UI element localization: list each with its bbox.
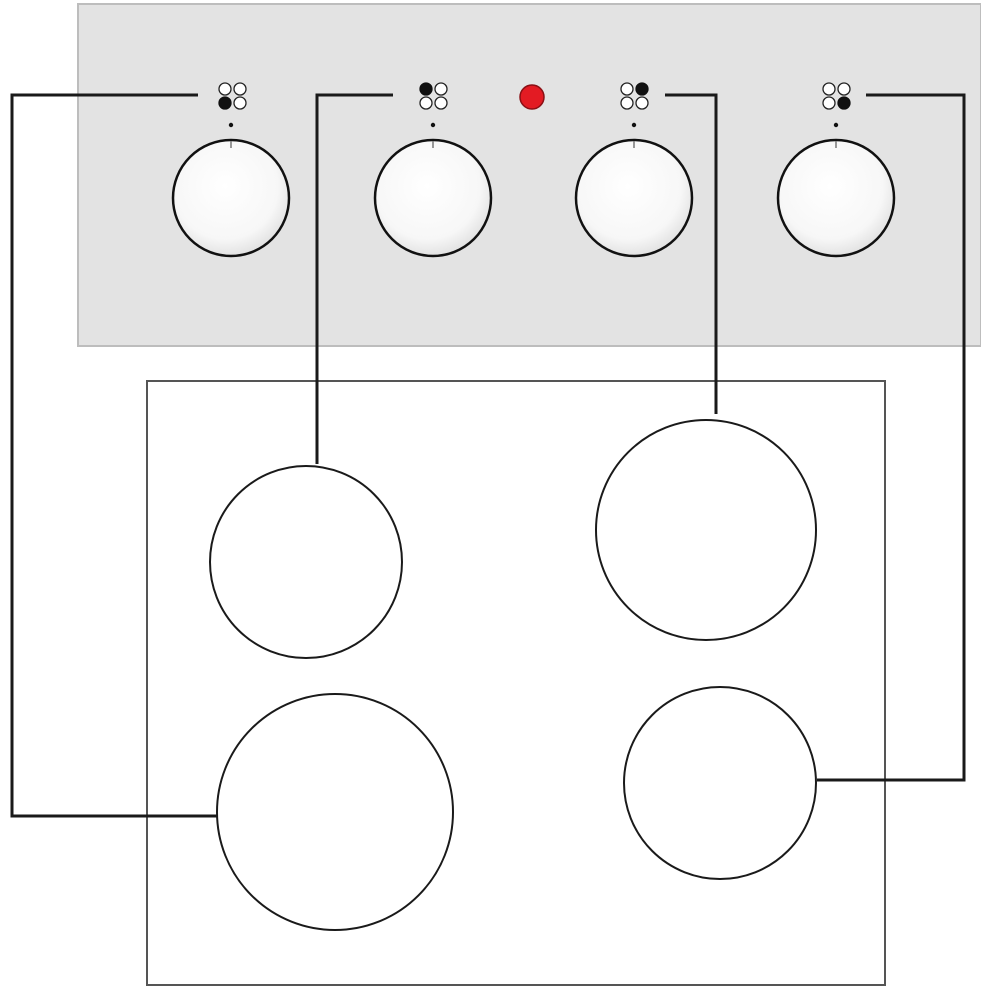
cooking-zone-front-right xyxy=(623,686,817,880)
control-knob[interactable] xyxy=(171,138,291,258)
control-knob[interactable] xyxy=(776,138,896,258)
control-knob[interactable] xyxy=(373,138,493,258)
position-dot-icon xyxy=(430,122,436,128)
position-dot-icon xyxy=(228,122,234,128)
zone-symbol-icon xyxy=(218,82,247,110)
cooking-zone-front-left xyxy=(209,465,403,659)
indicator-light xyxy=(519,84,545,110)
zone-symbol-icon xyxy=(620,82,649,110)
control-knob[interactable] xyxy=(574,138,694,258)
knob-group-3 xyxy=(574,82,694,258)
position-dot-icon xyxy=(631,122,637,128)
knob-group-1 xyxy=(171,82,291,258)
position-dot-icon xyxy=(833,122,839,128)
connector-line-knob-3 xyxy=(665,93,718,414)
connector-line-knob-2 xyxy=(315,93,393,464)
zone-symbol-icon xyxy=(822,82,851,110)
zone-symbol-icon xyxy=(419,82,448,110)
cooking-zone-rear-left xyxy=(216,693,454,931)
knob-group-2 xyxy=(373,82,493,258)
knob-group-4 xyxy=(776,82,896,258)
connector-line-knob-4 xyxy=(817,93,966,782)
connector-line-knob-1 xyxy=(10,93,217,818)
cooking-zone-rear-right xyxy=(595,419,817,641)
